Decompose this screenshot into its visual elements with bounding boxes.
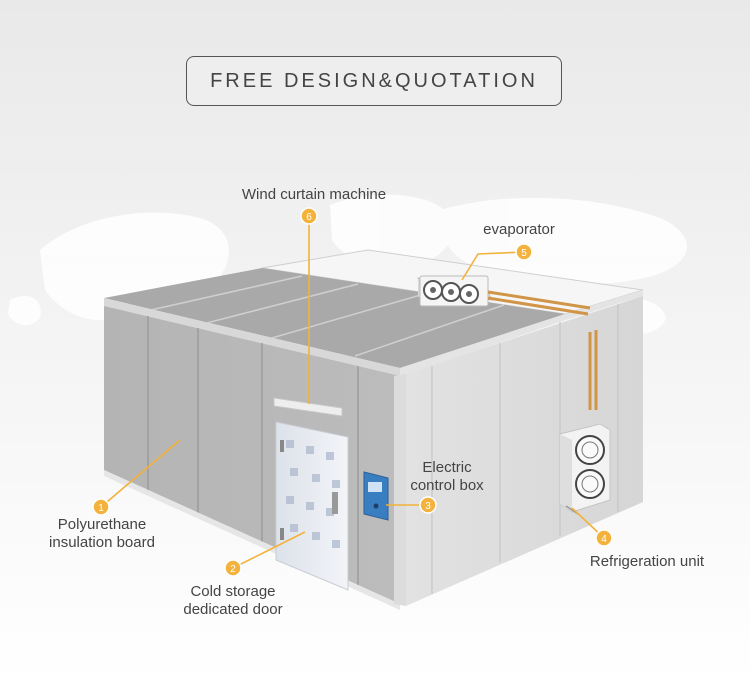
roof-panels bbox=[104, 268, 565, 368]
callout-badge-1: 1 bbox=[92, 498, 110, 516]
copper-pipes bbox=[487, 290, 598, 410]
label-line: insulation board bbox=[49, 534, 155, 551]
side-wall-seams bbox=[431, 304, 619, 594]
callout-number-1: 1 bbox=[98, 503, 104, 514]
label-evaporator: evaporator bbox=[476, 221, 562, 239]
label-electric-control-box: Electric control box bbox=[402, 459, 492, 495]
label-wind-curtain-machine: Wind curtain machine bbox=[232, 186, 396, 204]
label-line: control box bbox=[410, 477, 484, 494]
cold-storage-door bbox=[275, 421, 349, 591]
refrigeration-unit bbox=[559, 423, 611, 515]
electric-control-box bbox=[363, 471, 389, 521]
roof-seams bbox=[141, 275, 505, 357]
label-line: dedicated door bbox=[183, 601, 283, 618]
wind-curtain-machine bbox=[273, 397, 343, 417]
label-line: Electric bbox=[422, 459, 472, 476]
callout-badge-6: 6 bbox=[300, 207, 318, 225]
label-line: evaporator bbox=[483, 221, 555, 238]
label-polyurethane-insulation-board: Polyurethane insulation board bbox=[40, 516, 164, 552]
label-line: Cold storage bbox=[190, 583, 276, 600]
callout-number-6: 6 bbox=[306, 212, 312, 223]
title-banner: FREE DESIGN&QUOTATION bbox=[186, 56, 562, 106]
label-refrigeration-unit: Refrigeration unit bbox=[584, 553, 710, 571]
evaporator-unit bbox=[417, 275, 493, 307]
callout-number-5: 5 bbox=[521, 248, 527, 259]
callout-badge-5: 5 bbox=[515, 243, 533, 261]
corner-post bbox=[394, 374, 406, 606]
front-wall-seams bbox=[147, 316, 359, 585]
label-line: Refrigeration unit bbox=[589, 553, 705, 570]
callout-badge-4: 4 bbox=[595, 529, 613, 547]
callout-badge-3: 3 bbox=[419, 496, 437, 514]
callout-number-4: 4 bbox=[601, 534, 607, 545]
page-title: FREE DESIGN&QUOTATION bbox=[210, 69, 538, 92]
label-cold-storage-dedicated-door: Cold storage dedicated door bbox=[174, 583, 292, 619]
callout-badge-2: 2 bbox=[224, 559, 242, 577]
side-wall bbox=[406, 296, 643, 606]
callout-number-3: 3 bbox=[425, 501, 431, 512]
roof-front-edge bbox=[104, 298, 400, 378]
callout-number-2: 2 bbox=[230, 564, 236, 575]
label-line: Polyurethane bbox=[57, 516, 147, 533]
label-line: Wind curtain machine bbox=[241, 186, 387, 203]
callout-badges: 1 2 3 4 5 6 bbox=[92, 207, 613, 577]
